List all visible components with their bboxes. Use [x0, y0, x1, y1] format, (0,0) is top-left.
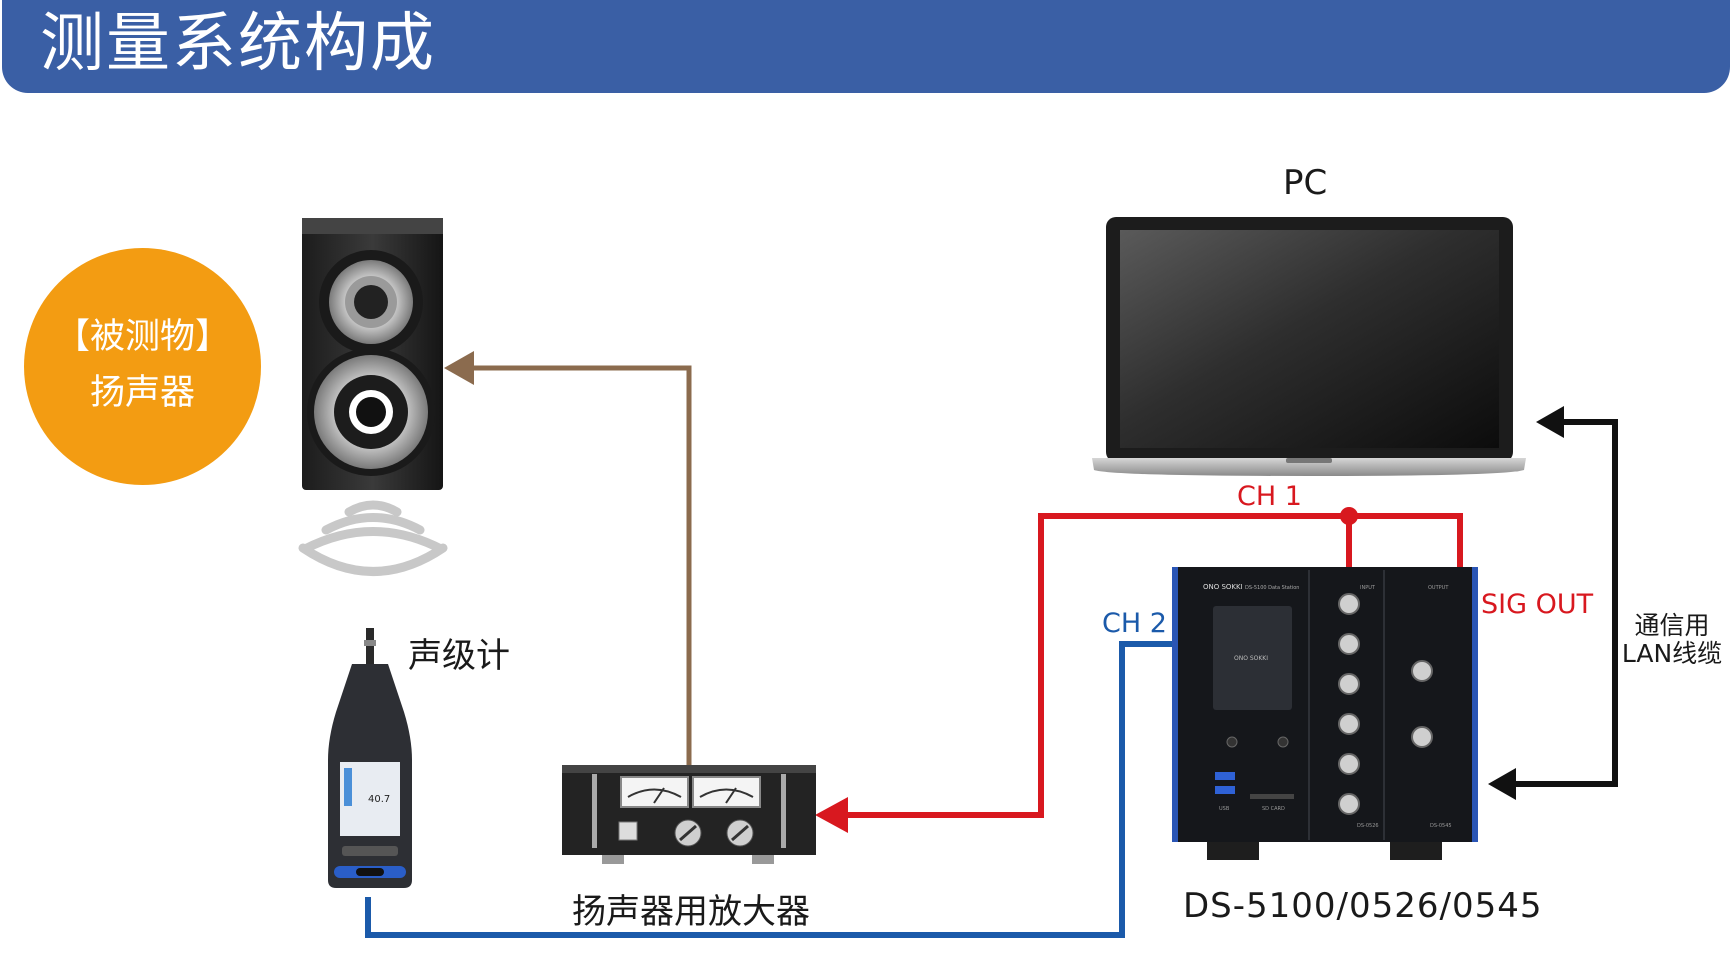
meter-reading: 40.7 — [368, 794, 390, 805]
pc-label: PC — [1283, 163, 1328, 203]
output-connectors — [1411, 660, 1433, 748]
speaker-icon — [302, 218, 443, 490]
speaker-amplifier-label: 扬声器用放大器 — [572, 892, 810, 932]
speaker-amplifier-icon — [562, 765, 816, 864]
lan-cable — [1488, 406, 1618, 800]
analyzer-label: DS-5100/0526/0545 — [1183, 886, 1543, 926]
dut-caption: 【被测物】 — [54, 317, 230, 357]
sig-out-label: SIG OUT — [1481, 589, 1594, 620]
input-connectors — [1338, 593, 1360, 815]
analyzer-brand: ONO SOKKI — [1203, 583, 1243, 591]
amp-to-speaker-cable — [444, 351, 692, 765]
input-label: INPUT — [1360, 585, 1376, 591]
analyzer-icon: ONO SOKKI DS-5100 Data Station ONO SOKKI… — [1172, 567, 1478, 860]
title-banner: 测量系统构成 — [2, 0, 1730, 93]
sound-waves-icon — [298, 500, 448, 576]
dut-name: 扬声器 — [89, 373, 195, 413]
page-title: 测量系统构成 — [40, 7, 436, 81]
usb-label: USB — [1219, 806, 1230, 812]
module-a-label: DS-0526 — [1357, 823, 1379, 829]
lan-cable-label: 通信用LAN线缆 — [1621, 611, 1723, 668]
device-under-test-badge: 【被测物】 扬声器 — [24, 248, 261, 485]
analyzer-screen-brand: ONO SOKKI — [1234, 655, 1268, 662]
sd-card-label: SD CARD — [1262, 806, 1285, 812]
output-label: OUTPUT — [1428, 585, 1449, 591]
laptop-icon — [1092, 217, 1526, 476]
module-b-label: DS-0545 — [1430, 823, 1452, 829]
ch1-label: CH 1 — [1237, 481, 1302, 512]
analyzer-model: DS-5100 Data Station — [1245, 585, 1299, 591]
sound-level-meter-label: 声级计 — [408, 636, 510, 676]
ch2-label: CH 2 — [1102, 608, 1167, 639]
sound-level-meter-icon: 40.7 — [328, 628, 412, 888]
